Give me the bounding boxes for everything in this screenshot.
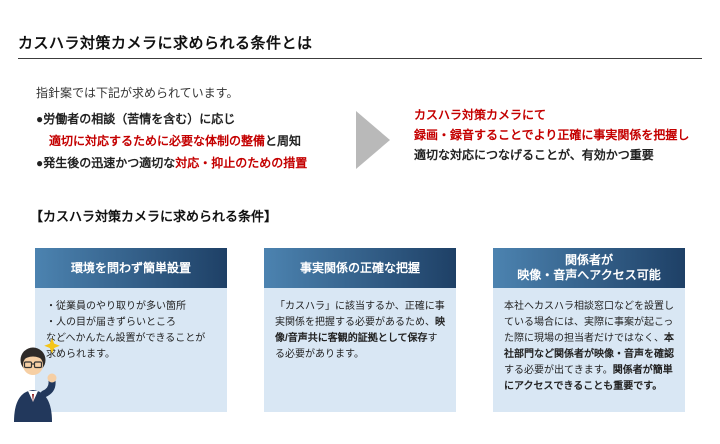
card-1-line-3: などへかんたん設置ができることが — [46, 333, 206, 344]
card-accurate-facts-title: 事実関係の正確な把握 — [299, 260, 420, 275]
card-3-text-1: 本社へカスハラ相談窓口などを設置している場合には、実際に事案が起こった際に現場の… — [504, 301, 674, 344]
bullet-1-sub-black-text: と周知 — [265, 134, 302, 148]
card-stakeholder-access: 関係者が 映像・音声へアクセス可能 本社へカスハラ相談窓口などを設置している場合… — [493, 248, 685, 412]
card-3-text-bold-1: 本社部門など関係者が映像・音声を確認 — [504, 333, 674, 360]
card-accurate-facts-body: 「カスハラ」に該当するか、正確に事実関係を把握する必要があるため、映像/音声共に… — [264, 288, 456, 412]
intro-text: 指針案では下記が求められています。 — [36, 86, 239, 100]
card-3-text-bold-2: 関係者が簡単にアクセスできることも重要です。 — [504, 365, 673, 392]
card-2-text-2: する必要があります。 — [275, 333, 438, 360]
card-easy-installation-body: ・従業員のやり取りが多い箇所 ・人の目が届きずらいところ などへかんたん設置がで… — [35, 288, 227, 412]
bullet-2-marker: ● — [36, 156, 44, 170]
bullet-2-black-text: 発生後の迅速かつ適切な — [43, 156, 176, 170]
right-arrow-icon — [356, 111, 390, 169]
card-1-line-4: 求められます。 — [46, 349, 115, 360]
card-2-text-bold: 映像/音声共に客観的証拠として保存 — [275, 317, 445, 344]
bullet-2: ●発生後の迅速かつ適切な対応・抑止のための措置 — [36, 152, 307, 174]
card-1-line-1: ・従業員のやり取りが多い箇所 — [46, 301, 186, 312]
note-red-line-2: 録画・録音することでより正確に事実関係を把握し — [414, 128, 690, 142]
card-stakeholder-access-title-line-2: 映像・音声へアクセス可能 — [517, 268, 661, 282]
bullet-2-red-text: 対応・抑止のための措置 — [175, 156, 308, 170]
card-1-line-2: ・人の目が届きずらいところ — [46, 317, 176, 328]
bullet-1: ●労働者の相談（苦情を含む）に応じ — [36, 108, 307, 130]
card-easy-installation: 環境を問わず簡単設置 ・従業員のやり取りが多い箇所 ・人の目が届きずらいところ … — [35, 248, 227, 412]
card-accurate-facts-header: 事実関係の正確な把握 — [264, 248, 456, 288]
note-red-line-1: カスハラ対策カメラにて — [414, 108, 547, 122]
businessman-illustration — [14, 338, 60, 422]
title-divider — [18, 58, 702, 59]
note-black-line: 適切な対応につなげることが、有効かつ重要 — [414, 148, 654, 162]
bullet-1-marker: ● — [36, 112, 44, 126]
card-accurate-facts: 事実関係の正確な把握 「カスハラ」に該当するか、正確に事実関係を把握する必要があ… — [264, 248, 456, 412]
card-stakeholder-access-body: 本社へカスハラ相談窓口などを設置している場合には、実際に事案が起こった際に現場の… — [493, 288, 685, 412]
bullet-1-text: 労働者の相談（苦情を含む）に応じ — [43, 112, 236, 126]
card-easy-installation-header: 環境を問わず簡単設置 — [35, 248, 227, 288]
card-stakeholder-access-title-line-1: 関係者が — [564, 253, 613, 267]
bullet-1-subline: 適切に対応するために必要な体制の整備と周知 — [36, 130, 307, 152]
card-3-text-2: する必要が出てきます。 — [504, 365, 613, 376]
card-2-text-1: 「カスハラ」に該当するか、正確に事実関係を把握する必要があるため、 — [275, 301, 445, 328]
sparkle-icon — [44, 338, 60, 354]
guideline-bullets: ●労働者の相談（苦情を含む）に応じ 適切に対応するために必要な体制の整備と周知 … — [36, 108, 307, 174]
camera-benefit-note: カスハラ対策カメラにて 録画・録音することでより正確に事実関係を把握し 適切な対… — [414, 105, 689, 165]
card-easy-installation-title: 環境を問わず簡単設置 — [70, 260, 191, 275]
bullet-1-sub-red-text: 適切に対応するために必要な体制の整備 — [49, 134, 266, 148]
page-title: カスハラ対策カメラに求められる条件とは — [18, 35, 313, 52]
section-heading: 【カスハラ対策カメラに求められる条件】 — [30, 209, 278, 224]
card-stakeholder-access-header: 関係者が 映像・音声へアクセス可能 — [493, 248, 685, 288]
condition-cards: 環境を問わず簡単設置 ・従業員のやり取りが多い箇所 ・人の目が届きずらいところ … — [35, 248, 685, 412]
